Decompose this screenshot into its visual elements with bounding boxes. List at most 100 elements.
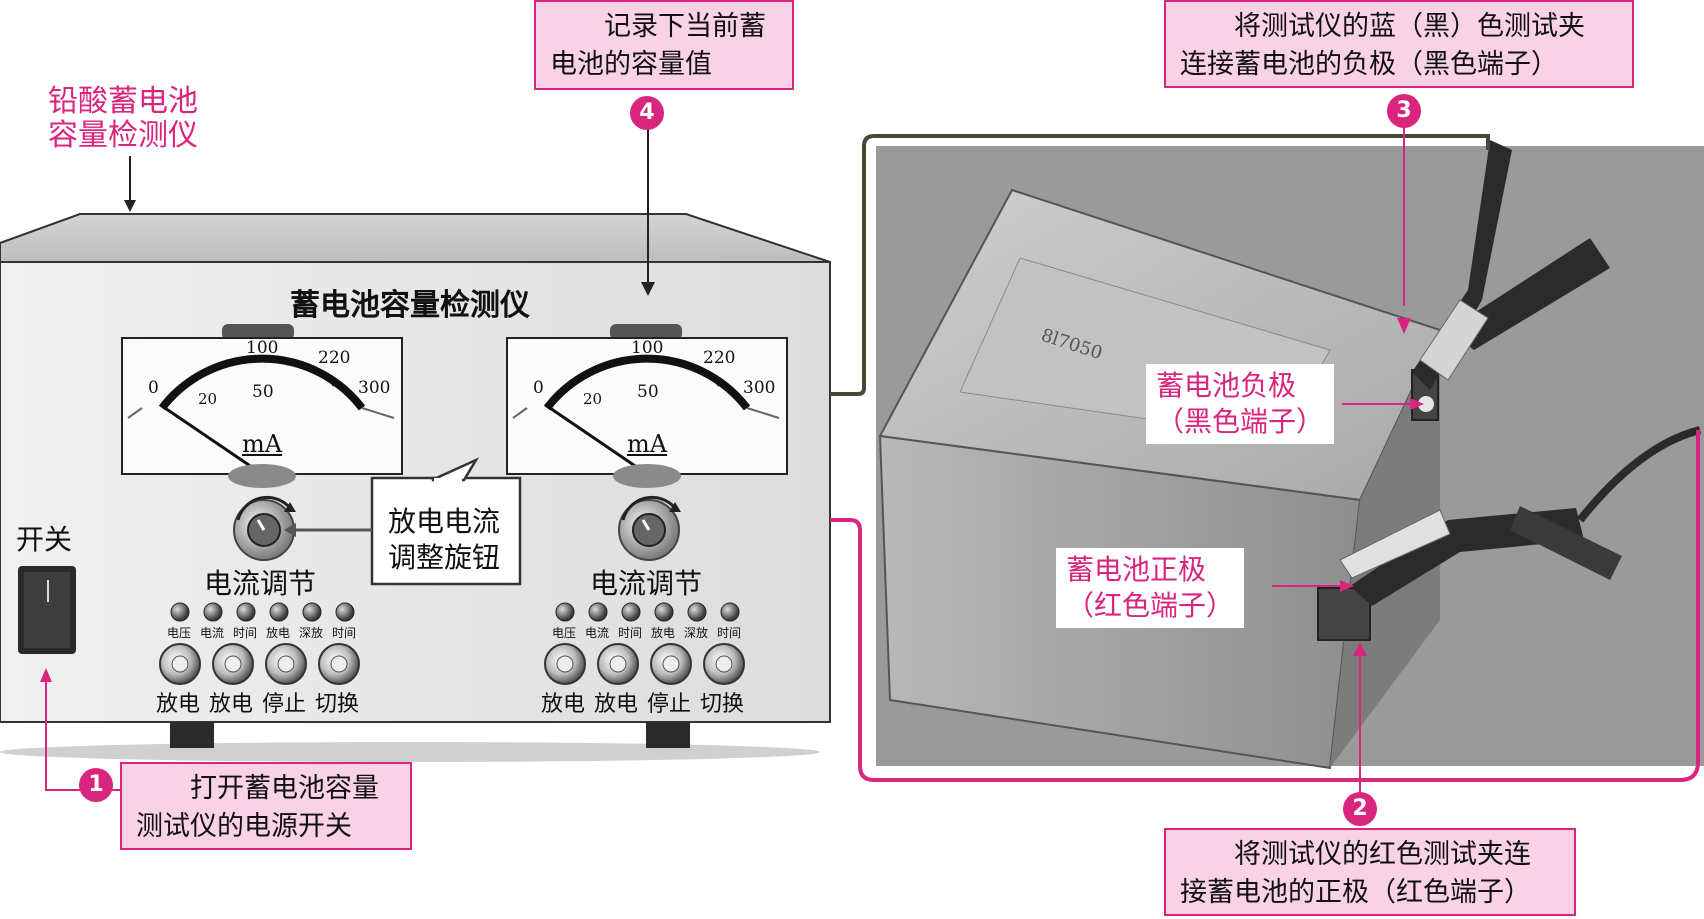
panel-button-center xyxy=(662,655,680,673)
tick-100: 100 xyxy=(246,338,279,358)
tick-20: 20 xyxy=(583,390,603,408)
positive-terminal xyxy=(1317,587,1371,641)
meter-unit: mA xyxy=(627,430,668,458)
tick-0: 0 xyxy=(148,378,159,398)
ammeter-right xyxy=(506,337,788,488)
step-4-line2: 电池的容量值 xyxy=(550,49,712,80)
tick-220: 220 xyxy=(703,348,736,368)
tick-0: 0 xyxy=(533,378,544,398)
step1-arrowhead xyxy=(40,668,52,682)
tick-50: 50 xyxy=(637,382,659,402)
black-lead-wire xyxy=(830,134,1490,396)
positive-terminal-label: 蓄电池正极 （红色端子） xyxy=(1056,548,1245,628)
step-4-badge: 4 xyxy=(630,96,664,130)
knob-callout-line2: 调整旋钮 xyxy=(388,541,501,574)
step-3-line2: 连接蓄电池的负极（黑色端子） xyxy=(1180,49,1558,80)
panel-button-center xyxy=(609,655,627,673)
panel-button-center xyxy=(224,655,242,673)
step-2-badge: 2 xyxy=(1343,792,1377,826)
indicator-led xyxy=(687,602,707,622)
step-3-callout: 将测试仪的蓝（黑）色测试夹 连接蓄电池的负极（黑色端子） xyxy=(1164,0,1634,88)
indicator-led xyxy=(269,602,289,622)
switch-label: 开关 xyxy=(16,523,73,556)
step-3-line1: 将测试仪的蓝（黑）色测试夹 xyxy=(1234,11,1585,42)
red-test-clip xyxy=(1339,426,1701,606)
device-foot-right xyxy=(646,722,690,748)
indicator-label: 时间 xyxy=(717,626,742,640)
negative-label-line1: 蓄电池负极 xyxy=(1156,369,1297,402)
panel-button-label: 停止 xyxy=(647,692,692,717)
panel-button-label: 停止 xyxy=(262,692,307,717)
indicator-led xyxy=(555,602,575,622)
indicator-label: 电流 xyxy=(200,626,225,640)
step-4-line1: 记录下当前蓄 xyxy=(604,11,766,42)
indicator-label: 电压 xyxy=(552,626,577,640)
indicator-led xyxy=(720,602,740,622)
knob-label-left: 电流调节 xyxy=(204,567,317,600)
indicator-lights xyxy=(170,602,740,622)
tick-100: 100 xyxy=(631,338,664,358)
meter-clip-right xyxy=(610,324,682,340)
panel-button-label: 切换 xyxy=(700,692,745,717)
panel-button-center xyxy=(330,655,348,673)
indicator-led xyxy=(621,602,641,622)
ammeter-left xyxy=(121,337,403,488)
meter-unit: mA xyxy=(242,430,283,458)
indicator-led xyxy=(654,602,674,622)
device-name-line1: 铅酸蓄电池 xyxy=(48,84,198,119)
current-knob-left[interactable] xyxy=(233,495,296,561)
tick-50: 50 xyxy=(252,382,274,402)
indicator-label: 电压 xyxy=(167,626,192,640)
tick-20: 20 xyxy=(198,390,218,408)
panel-title: 蓄电池容量检测仪 xyxy=(290,288,530,323)
step-1-badge: 1 xyxy=(79,768,113,802)
step-1-callout: 打开蓄电池容量 测试仪的电源开关 xyxy=(120,762,412,850)
device-label-arrowhead xyxy=(124,200,136,212)
panel-button-center xyxy=(171,655,189,673)
step-1-line1: 打开蓄电池容量 xyxy=(190,773,379,804)
tick-220: 220 xyxy=(318,348,351,368)
current-knob-right[interactable] xyxy=(618,495,681,561)
panel-button-label: 放电 xyxy=(209,692,254,717)
knob-callout-line1: 放电电流 xyxy=(388,505,501,538)
battery-photo: 8l7050 xyxy=(876,140,1704,770)
indicator-label: 时间 xyxy=(332,626,357,640)
black-test-clip xyxy=(1412,140,1610,412)
negative-terminal-label: 蓄电池负极 （黑色端子） xyxy=(1146,364,1335,444)
control-buttons xyxy=(159,643,745,685)
indicator-led xyxy=(236,602,256,622)
red-lead-wire xyxy=(830,430,1700,782)
knob-callout-bubble xyxy=(284,457,522,586)
step-1-line2: 测试仪的电源开关 xyxy=(136,811,352,842)
step-4-callout: 记录下当前蓄 电池的容量值 xyxy=(534,0,794,90)
step2-arrowhead xyxy=(1353,642,1367,656)
device-shadow xyxy=(0,742,820,762)
positive-label-line2: （红色端子） xyxy=(1066,589,1235,622)
step-3-badge: 3 xyxy=(1387,94,1421,128)
indicator-led xyxy=(203,602,223,622)
indicator-led xyxy=(588,602,608,622)
panel-button-label: 放电 xyxy=(156,692,201,717)
panel-button-label: 放电 xyxy=(541,692,586,717)
positive-label-line1: 蓄电池正极 xyxy=(1066,553,1207,586)
indicator-label: 放电 xyxy=(651,626,676,640)
power-switch[interactable] xyxy=(18,566,76,654)
indicator-label: 深放 xyxy=(299,626,324,640)
neg-label-arrowhead xyxy=(1410,398,1424,410)
device-top xyxy=(0,213,831,263)
indicator-label: 时间 xyxy=(618,626,643,640)
step4-arrowhead xyxy=(641,282,655,296)
tester-device xyxy=(0,213,831,762)
indicator-label: 放电 xyxy=(266,626,291,640)
device-foot-left xyxy=(170,722,214,748)
step-2-line2: 接蓄电池的正极（红色端子） xyxy=(1180,877,1531,908)
step-2-callout: 将测试仪的红色测试夹连 接蓄电池的正极（红色端子） xyxy=(1164,828,1576,916)
panel-button-label: 切换 xyxy=(315,692,360,717)
negative-label-line2: （黑色端子） xyxy=(1156,405,1325,438)
indicator-label: 时间 xyxy=(233,626,258,640)
indicator-led xyxy=(335,602,355,622)
indicator-led xyxy=(170,602,190,622)
indicator-label: 电流 xyxy=(585,626,610,640)
knob-label-right: 电流调节 xyxy=(590,567,703,600)
panel-button-center xyxy=(277,655,295,673)
